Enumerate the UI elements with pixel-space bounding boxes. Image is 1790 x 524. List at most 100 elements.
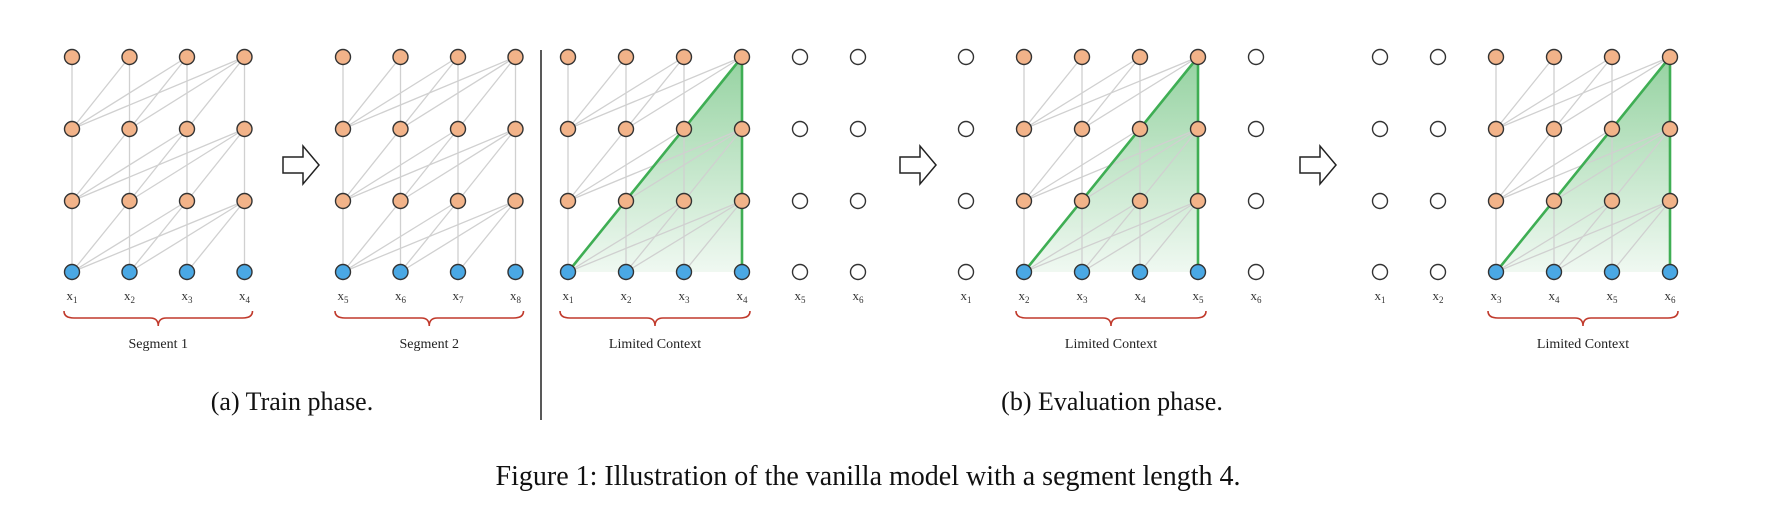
hidden-node-p2-r0-c0: [334, 48, 352, 66]
edge-p5-r1-2-3: [1495, 128, 1555, 202]
input-node-p4-r3-c1: [1015, 263, 1033, 281]
token-label-p4-3: x4: [1135, 288, 1147, 305]
hidden-node-p4-r0-c4: [1189, 48, 1207, 66]
input-node-p1-r3-c2: [178, 263, 196, 281]
edge-p4-r2-1-3: [1023, 200, 1141, 273]
edge-p1-r0-0-2: [71, 56, 188, 130]
subcaption-evaluation: (b) Evaluation phase.: [1001, 387, 1223, 416]
hidden-node-p5-r1-c4: [1603, 120, 1621, 138]
edge-p5-r0-3-5: [1553, 56, 1671, 130]
token-label-p5-5: x6: [1665, 288, 1677, 305]
hidden-node-p2-r2-c1: [392, 192, 409, 210]
hidden-node-p3-r0-c5: [849, 48, 867, 66]
input-node-p4-r3-c4: [1189, 263, 1207, 281]
edge-p1-r0-0-3: [71, 56, 245, 130]
edge-p3-r1-0-1: [567, 128, 627, 202]
input-node-p3-r3-c4: [791, 263, 809, 281]
token-label-p3-2: x3: [679, 288, 691, 305]
edge-p1-r0-0-1: [71, 56, 131, 130]
hidden-node-p1-r0-c3: [236, 48, 253, 66]
input-node-p5-r3-c4: [1603, 263, 1621, 281]
hidden-node-p5-r0-c1: [1429, 48, 1447, 66]
token-label-p1-3: x4: [239, 288, 251, 305]
hidden-node-p3-r2-c2: [675, 192, 693, 210]
hidden-node-p4-r2-c0: [957, 192, 975, 210]
hidden-node-p2-r1-c0: [334, 120, 352, 138]
edge-p5-r1-3-5: [1553, 128, 1671, 202]
hidden-node-p2-r0-c1: [392, 48, 409, 66]
hidden-node-p1-r2-c0: [63, 192, 81, 210]
hidden-node-p3-r0-c4: [791, 48, 809, 66]
edge-p4-r2-2-4: [1081, 200, 1199, 273]
token-label-p3-1: x2: [621, 288, 632, 305]
right-arrow-icon-1: [282, 143, 320, 187]
edge-p1-r1-0-1: [71, 128, 131, 202]
hidden-node-p4-r0-c0: [957, 48, 975, 66]
brace-label-p1: Segment 1: [129, 337, 189, 352]
hidden-node-p5-r2-c1: [1429, 192, 1447, 210]
edge-p3-r1-2-3: [683, 128, 743, 202]
hidden-node-p1-r0-c1: [121, 48, 138, 66]
hidden-node-p3-r1-c4: [791, 120, 809, 138]
edge-p3-r0-0-1: [567, 56, 627, 130]
edge-p5-r2-2-4: [1495, 200, 1613, 273]
right-arrow-icon-2: [899, 143, 937, 187]
input-node-p5-r3-c5: [1661, 263, 1679, 281]
edge-p5-r2-4-5: [1611, 200, 1671, 273]
token-label-p5-1: x2: [1433, 288, 1444, 305]
edge-p1-r0-1-3: [129, 56, 245, 130]
input-node-p2-r3-c0: [334, 263, 352, 281]
hidden-node-p5-r1-c2: [1487, 120, 1505, 138]
edge-p1-r2-1-3: [129, 200, 245, 273]
input-node-p5-r3-c0: [1371, 263, 1389, 281]
subcaption-train: (a) Train phase.: [211, 387, 373, 416]
hidden-node-p3-r1-c5: [849, 120, 867, 138]
hidden-node-p3-r0-c3: [733, 48, 751, 66]
hidden-node-p4-r2-c5: [1247, 192, 1265, 210]
token-label-p4-5: x6: [1251, 288, 1263, 305]
hidden-node-p4-r1-c3: [1131, 120, 1149, 138]
edge-p3-r2-0-3: [567, 200, 743, 273]
hidden-node-p2-r2-c3: [507, 192, 524, 210]
hidden-node-p4-r1-c2: [1073, 120, 1091, 138]
right-arrow-icon-3: [1299, 143, 1337, 187]
brace-label-p5: Limited Context: [1537, 337, 1629, 352]
hidden-node-p2-r1-c1: [392, 120, 409, 138]
hidden-node-p3-r0-c0: [559, 48, 577, 66]
edge-p3-r2-1-3: [625, 200, 743, 273]
edge-p5-r0-2-3: [1495, 56, 1555, 130]
brace-p2: [334, 310, 525, 327]
token-label-p3-4: x5: [795, 288, 807, 305]
token-label-p4-2: x3: [1077, 288, 1089, 305]
input-node-p1-r3-c0: [63, 263, 81, 281]
edge-p1-r2-0-2: [71, 200, 188, 273]
input-node-p5-r3-c3: [1545, 263, 1563, 281]
edge-p1-r1-2-3: [186, 128, 246, 202]
hidden-node-p3-r2-c0: [559, 192, 577, 210]
hidden-node-p5-r0-c3: [1545, 48, 1563, 66]
edge-p5-r2-3-5: [1553, 200, 1671, 273]
token-label-p4-0: x1: [961, 288, 972, 305]
hidden-node-p2-r0-c3: [507, 48, 524, 66]
edge-p4-r0-1-2: [1023, 56, 1083, 130]
token-label-p1-0: x1: [67, 288, 78, 305]
hidden-node-p5-r0-c5: [1661, 48, 1679, 66]
edge-p1-r2-2-3: [186, 200, 246, 273]
hidden-node-p5-r1-c1: [1429, 120, 1447, 138]
edge-p1-r2-0-3: [71, 200, 245, 273]
hidden-node-p2-r0-c2: [449, 48, 467, 66]
token-label-p5-2: x3: [1491, 288, 1503, 305]
hidden-node-p1-r1-c1: [121, 120, 138, 138]
token-label-p5-3: x4: [1549, 288, 1561, 305]
hidden-node-p2-r2-c0: [334, 192, 352, 210]
edge-p1-r1-0-3: [71, 128, 245, 202]
edge-p5-r0-2-5: [1495, 56, 1671, 130]
hidden-node-p3-r1-c1: [617, 120, 635, 138]
edge-p2-r2-0-2: [342, 200, 459, 273]
edge-p3-r2-0-2: [567, 200, 685, 273]
arrow-layer: [282, 143, 1337, 187]
edge-p1-r1-1-3: [129, 128, 245, 202]
edge-p1-r2-0-1: [71, 200, 131, 273]
hidden-node-p4-r0-c1: [1015, 48, 1033, 66]
hidden-node-p5-r1-c0: [1371, 120, 1389, 138]
